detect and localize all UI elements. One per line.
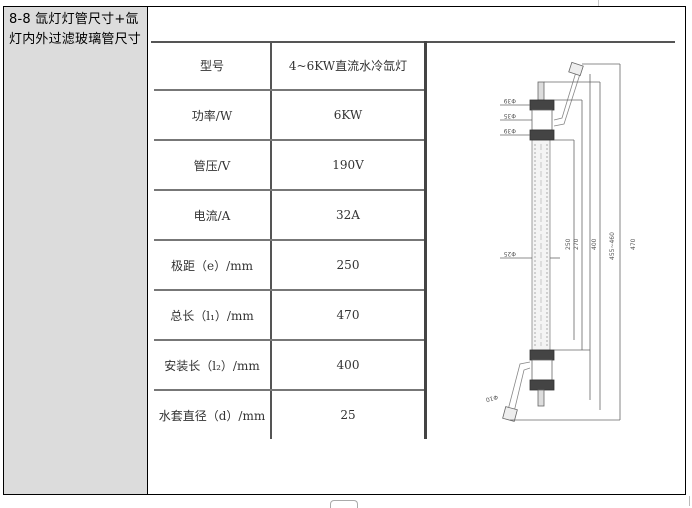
spec-value: 25 bbox=[271, 390, 427, 439]
diameter-label: Φ25 bbox=[503, 250, 516, 257]
spec-label: 型号 bbox=[154, 41, 272, 91]
dimension-label: 400 bbox=[591, 238, 598, 250]
table-row: 极距（e）/mm 250 bbox=[154, 240, 427, 291]
spec-label: 极距（e）/mm bbox=[154, 240, 272, 291]
diameter-label: Φ35 bbox=[503, 112, 516, 119]
spec-label: 功率/W bbox=[154, 90, 272, 141]
diameter-label: Φ39 bbox=[503, 127, 516, 134]
dimension-label: 455~460 bbox=[609, 232, 616, 260]
table-row: 管压/V 190V bbox=[154, 140, 427, 191]
page-edge-marker bbox=[598, 0, 599, 6]
table-row: 总长（l₁）/mm 470 bbox=[154, 290, 427, 341]
lamp-spec-table: 型号 4~6KW直流水冷氙灯 功率/W 6KW 管压/V 190V 电流/A 3… bbox=[154, 41, 427, 439]
spec-label: 总长（l₁）/mm bbox=[154, 290, 272, 341]
spec-value: 32A bbox=[271, 190, 427, 241]
spec-value: 6KW bbox=[271, 90, 427, 141]
spec-label: 安装长（l₂）/mm bbox=[154, 340, 272, 391]
spec-label: 电流/A bbox=[154, 190, 272, 241]
page-tab-handle bbox=[330, 500, 358, 508]
dimension-label: 470 bbox=[630, 238, 637, 250]
spec-value: 470 bbox=[271, 290, 427, 341]
spec-label: 水套直径（d）/mm bbox=[154, 390, 272, 439]
spec-value: 4~6KW直流水冷氙灯 bbox=[271, 41, 427, 91]
document-table: 8-8 氙灯灯管尺寸+氙灯内外过滤玻璃管尺寸 bbox=[3, 6, 686, 495]
table-row: 功率/W 6KW bbox=[154, 90, 427, 141]
dimension-label: 250 bbox=[565, 238, 572, 250]
diameter-label: Φ39 bbox=[503, 97, 516, 104]
table-row: 电流/A 32A bbox=[154, 190, 427, 241]
table-row: 安装长（l₂）/mm 400 bbox=[154, 340, 427, 391]
spec-value: 250 bbox=[271, 240, 427, 291]
diameter-label: Φ10 bbox=[485, 393, 499, 403]
table-row: 水套直径（d）/mm 25 bbox=[154, 390, 427, 439]
table-row: 型号 4~6KW直流水冷氙灯 bbox=[154, 41, 427, 91]
page-corner-marker bbox=[689, 496, 690, 506]
section-title: 8-8 氙灯灯管尺寸+氙灯内外过滤玻璃管尺寸 bbox=[9, 12, 142, 47]
dimension-label: 270 bbox=[573, 238, 580, 250]
spec-value: 190V bbox=[271, 140, 427, 191]
section-label-cell: 8-8 氙灯灯管尺寸+氙灯内外过滤玻璃管尺寸 bbox=[4, 7, 148, 494]
spec-value: 400 bbox=[271, 340, 427, 391]
xenon-lamp-technical-drawing: Φ39 Φ35 Φ39 Φ25 Φ10 250 270 400 455~460 … bbox=[485, 61, 637, 422]
spec-label: 管压/V bbox=[154, 140, 272, 191]
